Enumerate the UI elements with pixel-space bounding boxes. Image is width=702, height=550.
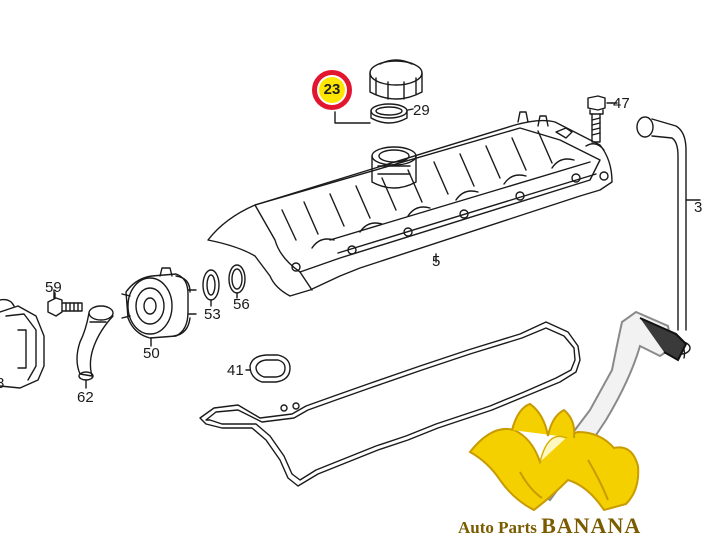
label-part-47: 47 (613, 95, 630, 112)
valve-cover-part-5 (207, 111, 613, 297)
callout-number: 23 (319, 77, 345, 103)
banana-logo (468, 310, 688, 512)
label-part-62: 62 (77, 389, 94, 406)
label-part-29: 29 (413, 102, 430, 119)
label-part-59: 59 (45, 279, 62, 296)
label-part-53: 53 (204, 306, 221, 323)
oil-filler-cap-part-23 (369, 59, 423, 100)
label-part-56: 56 (233, 296, 250, 313)
watermark-text: Auto Parts BANANA (458, 513, 641, 539)
spark-plug-gasket-part-41 (245, 354, 291, 383)
callout-part-23: 23 (312, 70, 352, 110)
label-part-50: 50 (143, 345, 160, 362)
partial-part-left-edge (0, 298, 45, 389)
label-part-8-edge: 8 (0, 375, 5, 392)
watermark-line1: Auto Parts (458, 518, 542, 537)
hose-part-62 (76, 305, 114, 381)
callout-leader-line (334, 111, 371, 124)
bolt-part-47 (587, 95, 613, 143)
o-ring-part-56 (228, 264, 246, 294)
label-part-5: 5 (432, 253, 441, 270)
seal-ring-part-29 (370, 103, 414, 124)
valve-cover-gasket (199, 321, 581, 487)
label-part-41: 41 (227, 362, 244, 379)
o-ring-part-53 (202, 269, 220, 301)
watermark-line2: BANANA (541, 513, 642, 538)
label-part-3-edge: 3 (694, 199, 702, 216)
breather-housing-part-50 (121, 267, 197, 339)
bolt-part-59 (47, 292, 83, 317)
